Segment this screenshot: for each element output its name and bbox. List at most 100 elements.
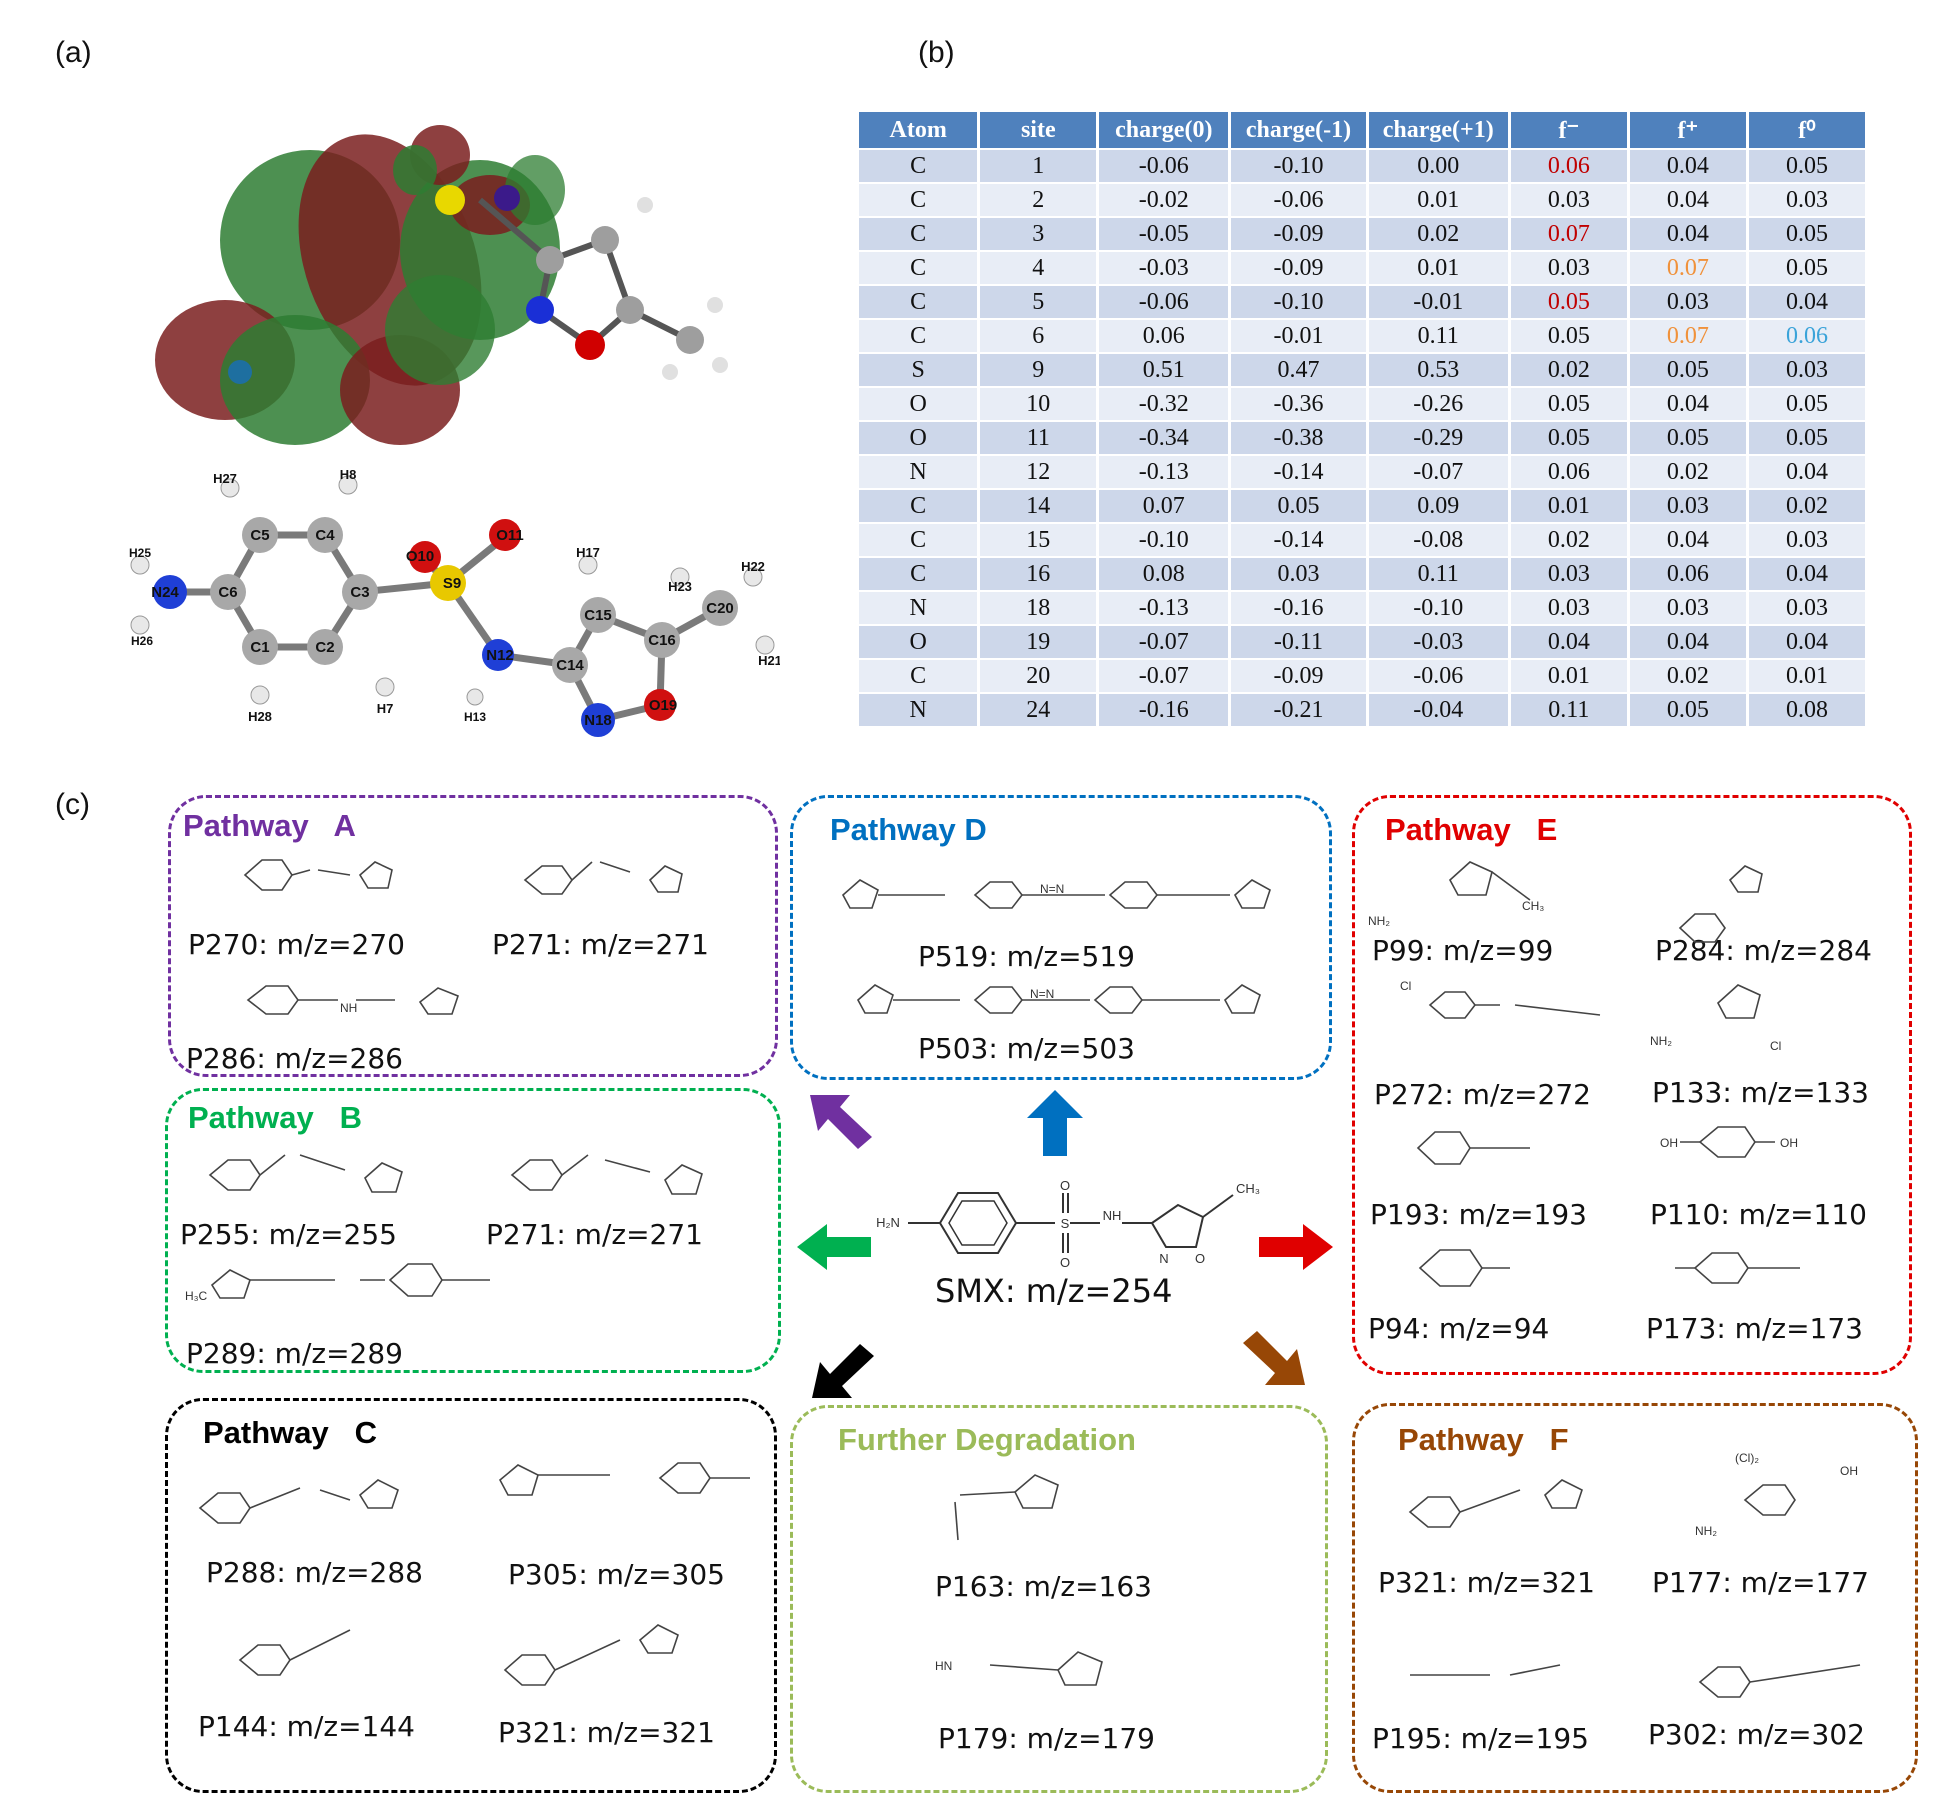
table-cell: -0.02 xyxy=(1099,184,1229,216)
product-p163: P163: m/z=163 xyxy=(935,1570,1152,1603)
table-cell: 18 xyxy=(980,592,1097,624)
product-p144: P144: m/z=144 xyxy=(198,1710,415,1743)
table-cell: 0.05 xyxy=(1748,150,1865,182)
table-header-0: Atom xyxy=(859,112,978,148)
table-cell: -0.08 xyxy=(1368,524,1508,556)
table-cell: 0.03 xyxy=(1748,184,1865,216)
svg-text:C16: C16 xyxy=(648,632,676,649)
table-cell: 0.02 xyxy=(1368,218,1508,250)
product-p133: P133: m/z=133 xyxy=(1652,1076,1869,1109)
arrow-to-pathway-e xyxy=(1259,1224,1333,1270)
table-cell: 0.03 xyxy=(1748,354,1865,386)
table-cell: C xyxy=(859,286,978,318)
pathway-a-box xyxy=(168,795,778,1077)
orbital-lobes xyxy=(155,125,565,445)
product-p99: P99: m/z=99 xyxy=(1372,934,1554,967)
table-cell: -0.05 xyxy=(1099,218,1229,250)
table-cell: -0.01 xyxy=(1231,320,1366,352)
table-cell: C xyxy=(859,660,978,692)
table-cell: 0.06 xyxy=(1629,558,1746,590)
table-cell: 19 xyxy=(980,626,1097,658)
svg-text:C5: C5 xyxy=(250,527,269,544)
svg-text:C15: C15 xyxy=(584,607,612,624)
table-cell: 10 xyxy=(980,388,1097,420)
pathway-f-box xyxy=(1352,1403,1918,1793)
table-cell: 3 xyxy=(980,218,1097,250)
product-p519: P519: m/z=519 xyxy=(918,940,1135,973)
product-p270: P270: m/z=270 xyxy=(188,928,405,961)
smx-structure: H₂N S O O NH N O CH₃ xyxy=(876,1178,1260,1270)
table-cell: 0.08 xyxy=(1748,694,1865,726)
table-cell: -0.03 xyxy=(1368,626,1508,658)
product-p255: P255: m/z=255 xyxy=(180,1218,397,1251)
table-cell: -0.10 xyxy=(1368,592,1508,624)
svg-text:N18: N18 xyxy=(584,712,612,729)
table-cell: 0.04 xyxy=(1748,626,1865,658)
table-header-7: f⁰ xyxy=(1748,112,1865,148)
table-cell: 0.05 xyxy=(1748,388,1865,420)
svg-text:H25: H25 xyxy=(129,546,151,560)
table-cell: -0.06 xyxy=(1099,286,1229,318)
further-degradation-title: Further Degradation xyxy=(838,1422,1136,1457)
table-cell: 15 xyxy=(980,524,1097,556)
table-cell: 0.04 xyxy=(1629,626,1746,658)
table-cell: 0.02 xyxy=(1510,524,1627,556)
ball-and-stick-structure: C5 C4 C6 C3 C1 C2 N24 S9 O10 O11 N12 C14… xyxy=(129,467,780,737)
table-cell: 0.53 xyxy=(1368,354,1508,386)
table-cell: -0.06 xyxy=(1368,660,1508,692)
table-cell: C xyxy=(859,184,978,216)
svg-text:N12: N12 xyxy=(486,647,514,664)
table-cell: 0.05 xyxy=(1629,354,1746,386)
svg-text:C1: C1 xyxy=(250,639,269,656)
table-cell: -0.06 xyxy=(1099,150,1229,182)
table-cell: 9 xyxy=(980,354,1097,386)
pathway-a-title: Pathway A xyxy=(183,808,356,843)
table-cell: 0.01 xyxy=(1748,660,1865,692)
product-p286: P286: m/z=286 xyxy=(186,1042,403,1075)
table-cell: 0.05 xyxy=(1748,252,1865,284)
svg-text:O19: O19 xyxy=(649,697,677,714)
table-cell: -0.06 xyxy=(1231,184,1366,216)
pathway-c-box xyxy=(165,1398,777,1793)
svg-text:CH₃: CH₃ xyxy=(1236,1181,1260,1196)
svg-text:C6: C6 xyxy=(218,584,237,601)
svg-text:H13: H13 xyxy=(464,710,486,724)
table-cell: 0.06 xyxy=(1099,320,1229,352)
molecular-orbital-figure xyxy=(155,125,728,445)
svg-text:H27: H27 xyxy=(213,471,237,486)
table-cell: 0.03 xyxy=(1629,490,1746,522)
table-cell: 0.05 xyxy=(1629,694,1746,726)
table-cell: N xyxy=(859,592,978,624)
table-cell: 0.05 xyxy=(1510,286,1627,318)
arrow-to-pathway-a xyxy=(810,1095,872,1149)
table-cell: C xyxy=(859,320,978,352)
svg-text:H₂N: H₂N xyxy=(876,1215,900,1230)
product-p193: P193: m/z=193 xyxy=(1370,1198,1587,1231)
table-cell: O xyxy=(859,422,978,454)
panel-label-b: (b) xyxy=(918,36,955,69)
pathway-e-box xyxy=(1352,795,1912,1375)
table-cell: -0.10 xyxy=(1231,150,1366,182)
panel-label-c: (c) xyxy=(55,788,90,821)
table-cell: -0.04 xyxy=(1368,694,1508,726)
table-cell: O xyxy=(859,388,978,420)
table-cell: 0.03 xyxy=(1510,558,1627,590)
table-cell: -0.09 xyxy=(1231,218,1366,250)
table-cell: -0.09 xyxy=(1231,660,1366,692)
svg-text:C4: C4 xyxy=(315,527,335,544)
table-header-6: f⁺ xyxy=(1629,112,1746,148)
pathway-b-title: Pathway B xyxy=(188,1100,362,1135)
smx-atom-labels: H₂N S O O NH N O CH₃ xyxy=(876,1178,1260,1270)
table-header-2: charge(0) xyxy=(1099,112,1229,148)
svg-text:NH: NH xyxy=(1103,1208,1122,1223)
svg-text:O: O xyxy=(1060,1178,1070,1193)
